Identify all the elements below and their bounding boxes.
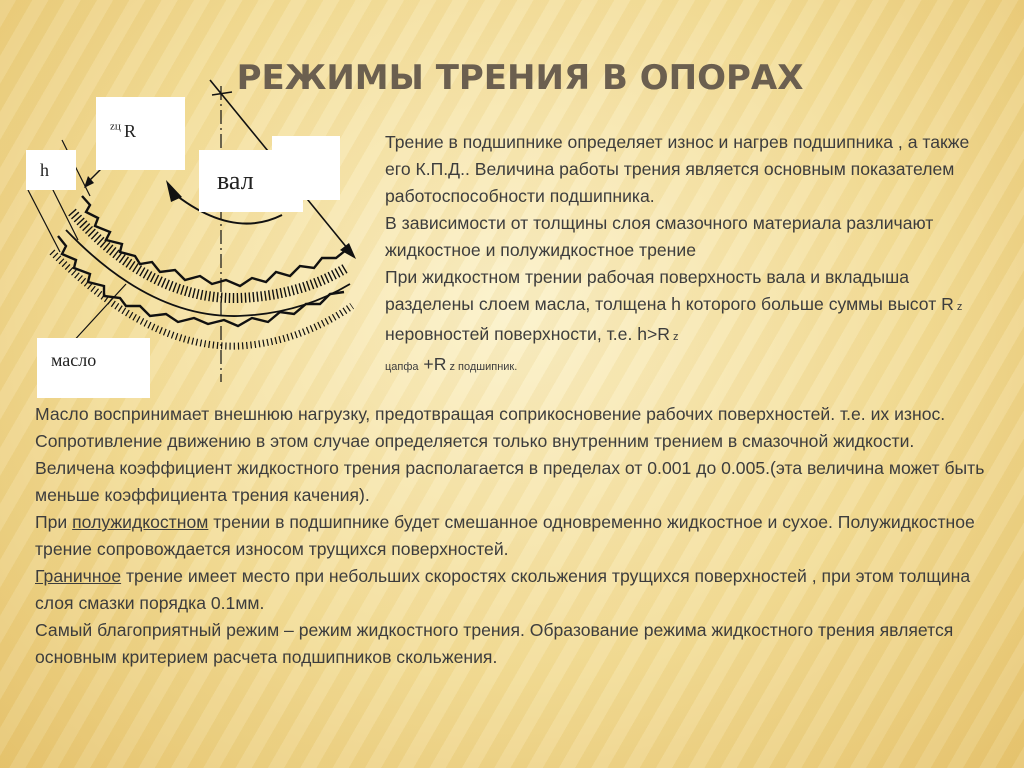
right-paragraph-3: При жидкостном трении рабочая поверхност… <box>385 264 985 381</box>
bearing-diagram: Rzц h d вал масло <box>0 0 380 400</box>
bottom-paragraph-1: Масло воспринимает внешнюю нагрузку, пре… <box>35 404 946 451</box>
semi-fluid-link[interactable]: полужидкостном <box>72 512 209 532</box>
bottom-text-block: Масло воспринимает внешнюю нагрузку, пре… <box>35 401 1010 671</box>
shaft-label-box: вал <box>199 150 303 212</box>
rz-pointer-head <box>84 176 94 188</box>
rz-subscript: zц <box>110 120 121 133</box>
bottom-paragraph-3-part-b: трении в подшипнике будет смешанное одно… <box>35 512 975 559</box>
right-text-block: Трение в подшипнике определяет износ и н… <box>385 129 985 381</box>
slide-title: Режимы трения в опорах <box>236 58 804 98</box>
bearing-hatching <box>49 249 354 350</box>
oil-label-box: масло <box>37 338 150 398</box>
diameter-arrow-head <box>340 243 356 259</box>
bearing-surface <box>57 235 345 328</box>
right-paragraph-3-part-a: При жидкостном трении рабочая поверхност… <box>385 267 954 314</box>
bottom-paragraph-5: Самый благоприятный режим – режим жидкос… <box>35 620 954 667</box>
bottom-paragraph-4: Граничное трение имеет место при небольш… <box>35 563 1010 617</box>
right-paragraph-3-sub-1: z <box>953 301 963 313</box>
right-paragraph-3-sub-journal: цапфа <box>385 361 419 373</box>
h-label-box: h <box>26 150 76 190</box>
shaft-label: вал <box>217 166 254 195</box>
shaft-surface <box>81 195 347 288</box>
boundary-link[interactable]: Граничное <box>35 566 122 586</box>
bottom-paragraph-3: При полужидкостном трении в подшипнике б… <box>35 509 1010 563</box>
rz-label: R <box>124 121 137 141</box>
right-paragraph-3-sub-2: z <box>670 331 679 343</box>
oil-label: масло <box>51 350 97 370</box>
rotation-arrow-head <box>166 180 182 202</box>
bottom-paragraph-3-part-a: При <box>35 512 73 532</box>
right-paragraph-3-part-b: неровностей поверхности, т.е. h>R <box>385 324 670 344</box>
right-paragraph-3-part-c: +R <box>418 354 447 374</box>
h-label: h <box>40 160 49 180</box>
bearing-inner-edge <box>65 229 351 317</box>
h-dimension-line-1 <box>27 189 61 253</box>
oil-layer <box>68 208 349 304</box>
right-paragraph-1: Трение в подшипнике определяет износ и н… <box>385 132 970 206</box>
bottom-paragraph-4-part-b: трение имеет место при небольших скорост… <box>35 566 971 613</box>
h-dimension-line-2 <box>47 179 79 241</box>
right-paragraph-2: В зависимости от толщины слоя смазочного… <box>385 213 934 260</box>
right-paragraph-3-sub-3: z подшипник. <box>446 361 518 373</box>
diameter-tick <box>211 91 233 96</box>
bottom-paragraph-2: Величена коэффициент жидкостного трения … <box>35 458 985 505</box>
oil-pointer-line <box>69 283 127 346</box>
rotation-arc <box>171 191 283 225</box>
